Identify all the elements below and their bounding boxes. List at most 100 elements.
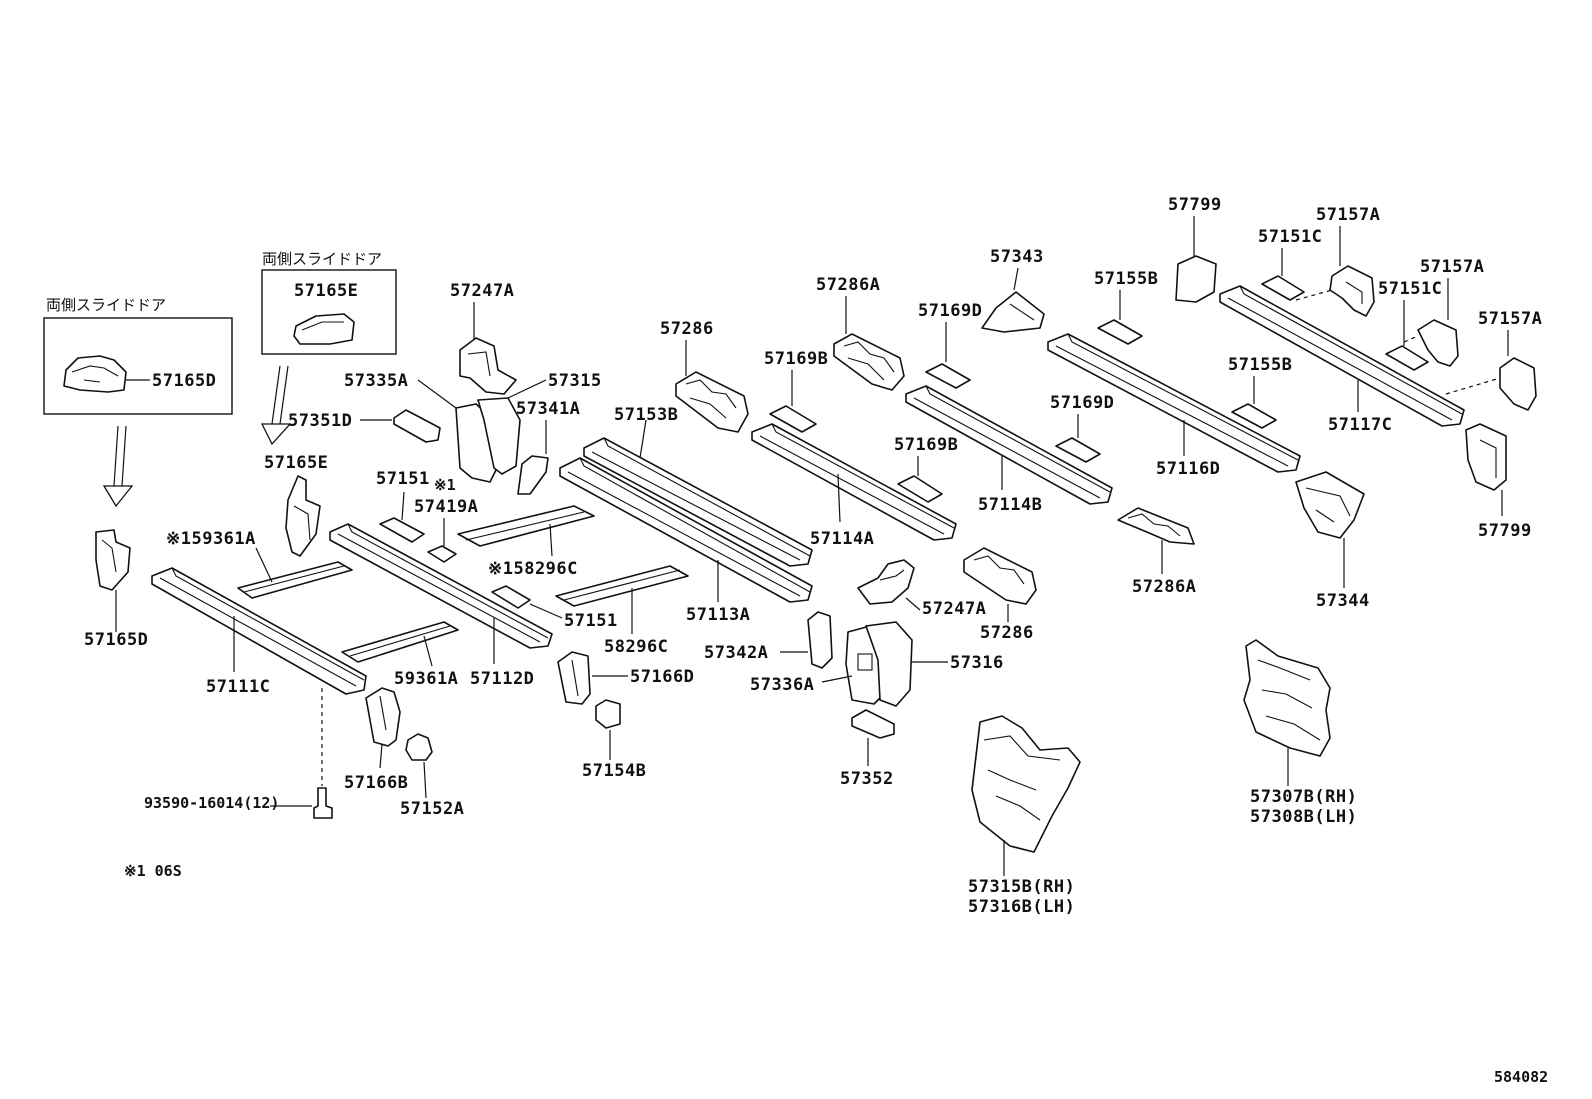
- label-57352: 57352: [840, 769, 894, 789]
- label-57344: 57344: [1316, 591, 1370, 611]
- label-57113A: 57113A: [686, 605, 750, 625]
- part-57316[interactable]: [865, 621, 913, 707]
- label-57316B: 57316B(LH): [968, 897, 1075, 917]
- label-57157A-1: 57157A: [1316, 205, 1380, 225]
- part-57117C[interactable]: [1219, 285, 1465, 427]
- part-57112D[interactable]: [329, 523, 553, 649]
- label-57151-top: 57151: [376, 469, 430, 489]
- label-57342A: 57342A: [704, 643, 768, 663]
- part-57286A-bottom[interactable]: [1117, 507, 1195, 545]
- part-57352[interactable]: [851, 709, 895, 739]
- part-57154B[interactable]: [595, 699, 621, 729]
- part-57344[interactable]: [1295, 471, 1365, 539]
- part-57114B[interactable]: [905, 385, 1113, 505]
- part-57151-bottom[interactable]: [491, 585, 531, 609]
- part-57351D[interactable]: [393, 409, 441, 443]
- option-box-left: [43, 317, 233, 415]
- label-57117C: 57117C: [1328, 415, 1392, 435]
- arrow-down-icon-2: [260, 365, 292, 446]
- part-57343[interactable]: [981, 291, 1045, 333]
- part-57111C[interactable]: [151, 567, 367, 695]
- part-57151C-top[interactable]: [1261, 275, 1305, 301]
- part-57153B[interactable]: [583, 437, 813, 567]
- part-57799-top[interactable]: [1175, 255, 1217, 303]
- part-57341A[interactable]: [517, 455, 549, 495]
- part-57114A[interactable]: [751, 423, 957, 541]
- label-57315B: 57315B(RH): [968, 877, 1075, 897]
- part-57151C-mid[interactable]: [1385, 345, 1429, 371]
- part-59361A-bottom[interactable]: [341, 621, 459, 663]
- part-57157A-3[interactable]: [1499, 357, 1537, 411]
- label-57799-top: 57799: [1168, 195, 1222, 215]
- part-57286-bottom[interactable]: [963, 547, 1037, 605]
- label-57419A-mark: ※1: [434, 476, 456, 494]
- label-57343: 57343: [990, 247, 1044, 267]
- part-59361A-top[interactable]: [237, 561, 353, 599]
- part-57113A[interactable]: [559, 457, 813, 603]
- part-57155B-mid[interactable]: [1231, 403, 1277, 429]
- label-57286-top: 57286: [660, 319, 714, 339]
- label-57419A: 57419A: [414, 497, 478, 517]
- part-57169D-top[interactable]: [925, 363, 971, 389]
- part-57307B-57308B[interactable]: [1243, 639, 1331, 757]
- part-57419A[interactable]: [427, 545, 457, 563]
- label-57154B: 57154B: [582, 761, 646, 781]
- diagram-id: 584082: [1494, 1068, 1548, 1086]
- label-59361A-top: ※159361A: [166, 529, 256, 549]
- part-57157A-1[interactable]: [1329, 265, 1375, 317]
- part-57169B-top[interactable]: [769, 405, 817, 433]
- label-58296C-bottom: 58296C: [604, 637, 668, 657]
- part-57152A[interactable]: [405, 733, 433, 761]
- part-57286-top[interactable]: [675, 371, 749, 433]
- part-57169D-mid[interactable]: [1055, 437, 1101, 463]
- label-57169B-mid: 57169B: [894, 435, 958, 455]
- label-58296C-top: ※158296C: [488, 559, 578, 579]
- part-58296C-bottom[interactable]: [555, 565, 689, 607]
- label-57165E: 57165E: [264, 453, 328, 473]
- part-57315[interactable]: [477, 397, 521, 475]
- part-57155B-top[interactable]: [1097, 319, 1143, 345]
- label-57157A-3: 57157A: [1478, 309, 1542, 329]
- part-57247A-mid[interactable]: [857, 559, 915, 605]
- label-57165E-box: 57165E: [294, 281, 358, 301]
- part-57165D[interactable]: [95, 529, 131, 591]
- label-57166D: 57166D: [630, 667, 694, 687]
- label-57152A: 57152A: [400, 799, 464, 819]
- part-57157A-2[interactable]: [1417, 319, 1459, 367]
- bolt-93590[interactable]: [313, 787, 333, 819]
- part-57165D-option[interactable]: [63, 355, 127, 393]
- label-57116D: 57116D: [1156, 459, 1220, 479]
- part-57166D[interactable]: [557, 651, 591, 705]
- label-57112D: 57112D: [470, 669, 534, 689]
- label-57155B-mid: 57155B: [1228, 355, 1292, 375]
- part-57315B-57316B[interactable]: [971, 715, 1081, 853]
- label-57341A: 57341A: [516, 399, 580, 419]
- arrow-down-icon: [102, 425, 134, 508]
- label-57111C: 57111C: [206, 677, 270, 697]
- label-57316: 57316: [950, 653, 1004, 673]
- label-57336A: 57336A: [750, 675, 814, 695]
- option-label-right: 両側スライドドア: [262, 250, 382, 268]
- label-93590: 93590-16014(12): [144, 794, 279, 812]
- label-57247A-top: 57247A: [450, 281, 514, 301]
- part-57165E[interactable]: [285, 475, 321, 557]
- part-57166B[interactable]: [365, 687, 401, 747]
- part-57799-bottom[interactable]: [1465, 423, 1507, 491]
- part-57342A[interactable]: [807, 611, 833, 669]
- part-57116D[interactable]: [1047, 333, 1301, 473]
- label-57247A-mid: 57247A: [922, 599, 986, 619]
- part-57165E-option[interactable]: [293, 313, 355, 345]
- option-box-right: [261, 269, 397, 355]
- option-label-left: 両側スライドドア: [46, 296, 166, 314]
- label-57153B: 57153B: [614, 405, 678, 425]
- part-58296C-top[interactable]: [457, 505, 595, 547]
- part-57151-top[interactable]: [379, 517, 425, 543]
- label-57169D-mid: 57169D: [1050, 393, 1114, 413]
- part-57286A-top[interactable]: [833, 333, 905, 391]
- part-57169B-mid[interactable]: [897, 475, 943, 503]
- label-57114A: 57114A: [810, 529, 874, 549]
- label-57315: 57315: [548, 371, 602, 391]
- label-57351D: 57351D: [288, 411, 352, 431]
- part-57247A-top[interactable]: [459, 337, 517, 395]
- label-57151C-mid: 57151C: [1378, 279, 1442, 299]
